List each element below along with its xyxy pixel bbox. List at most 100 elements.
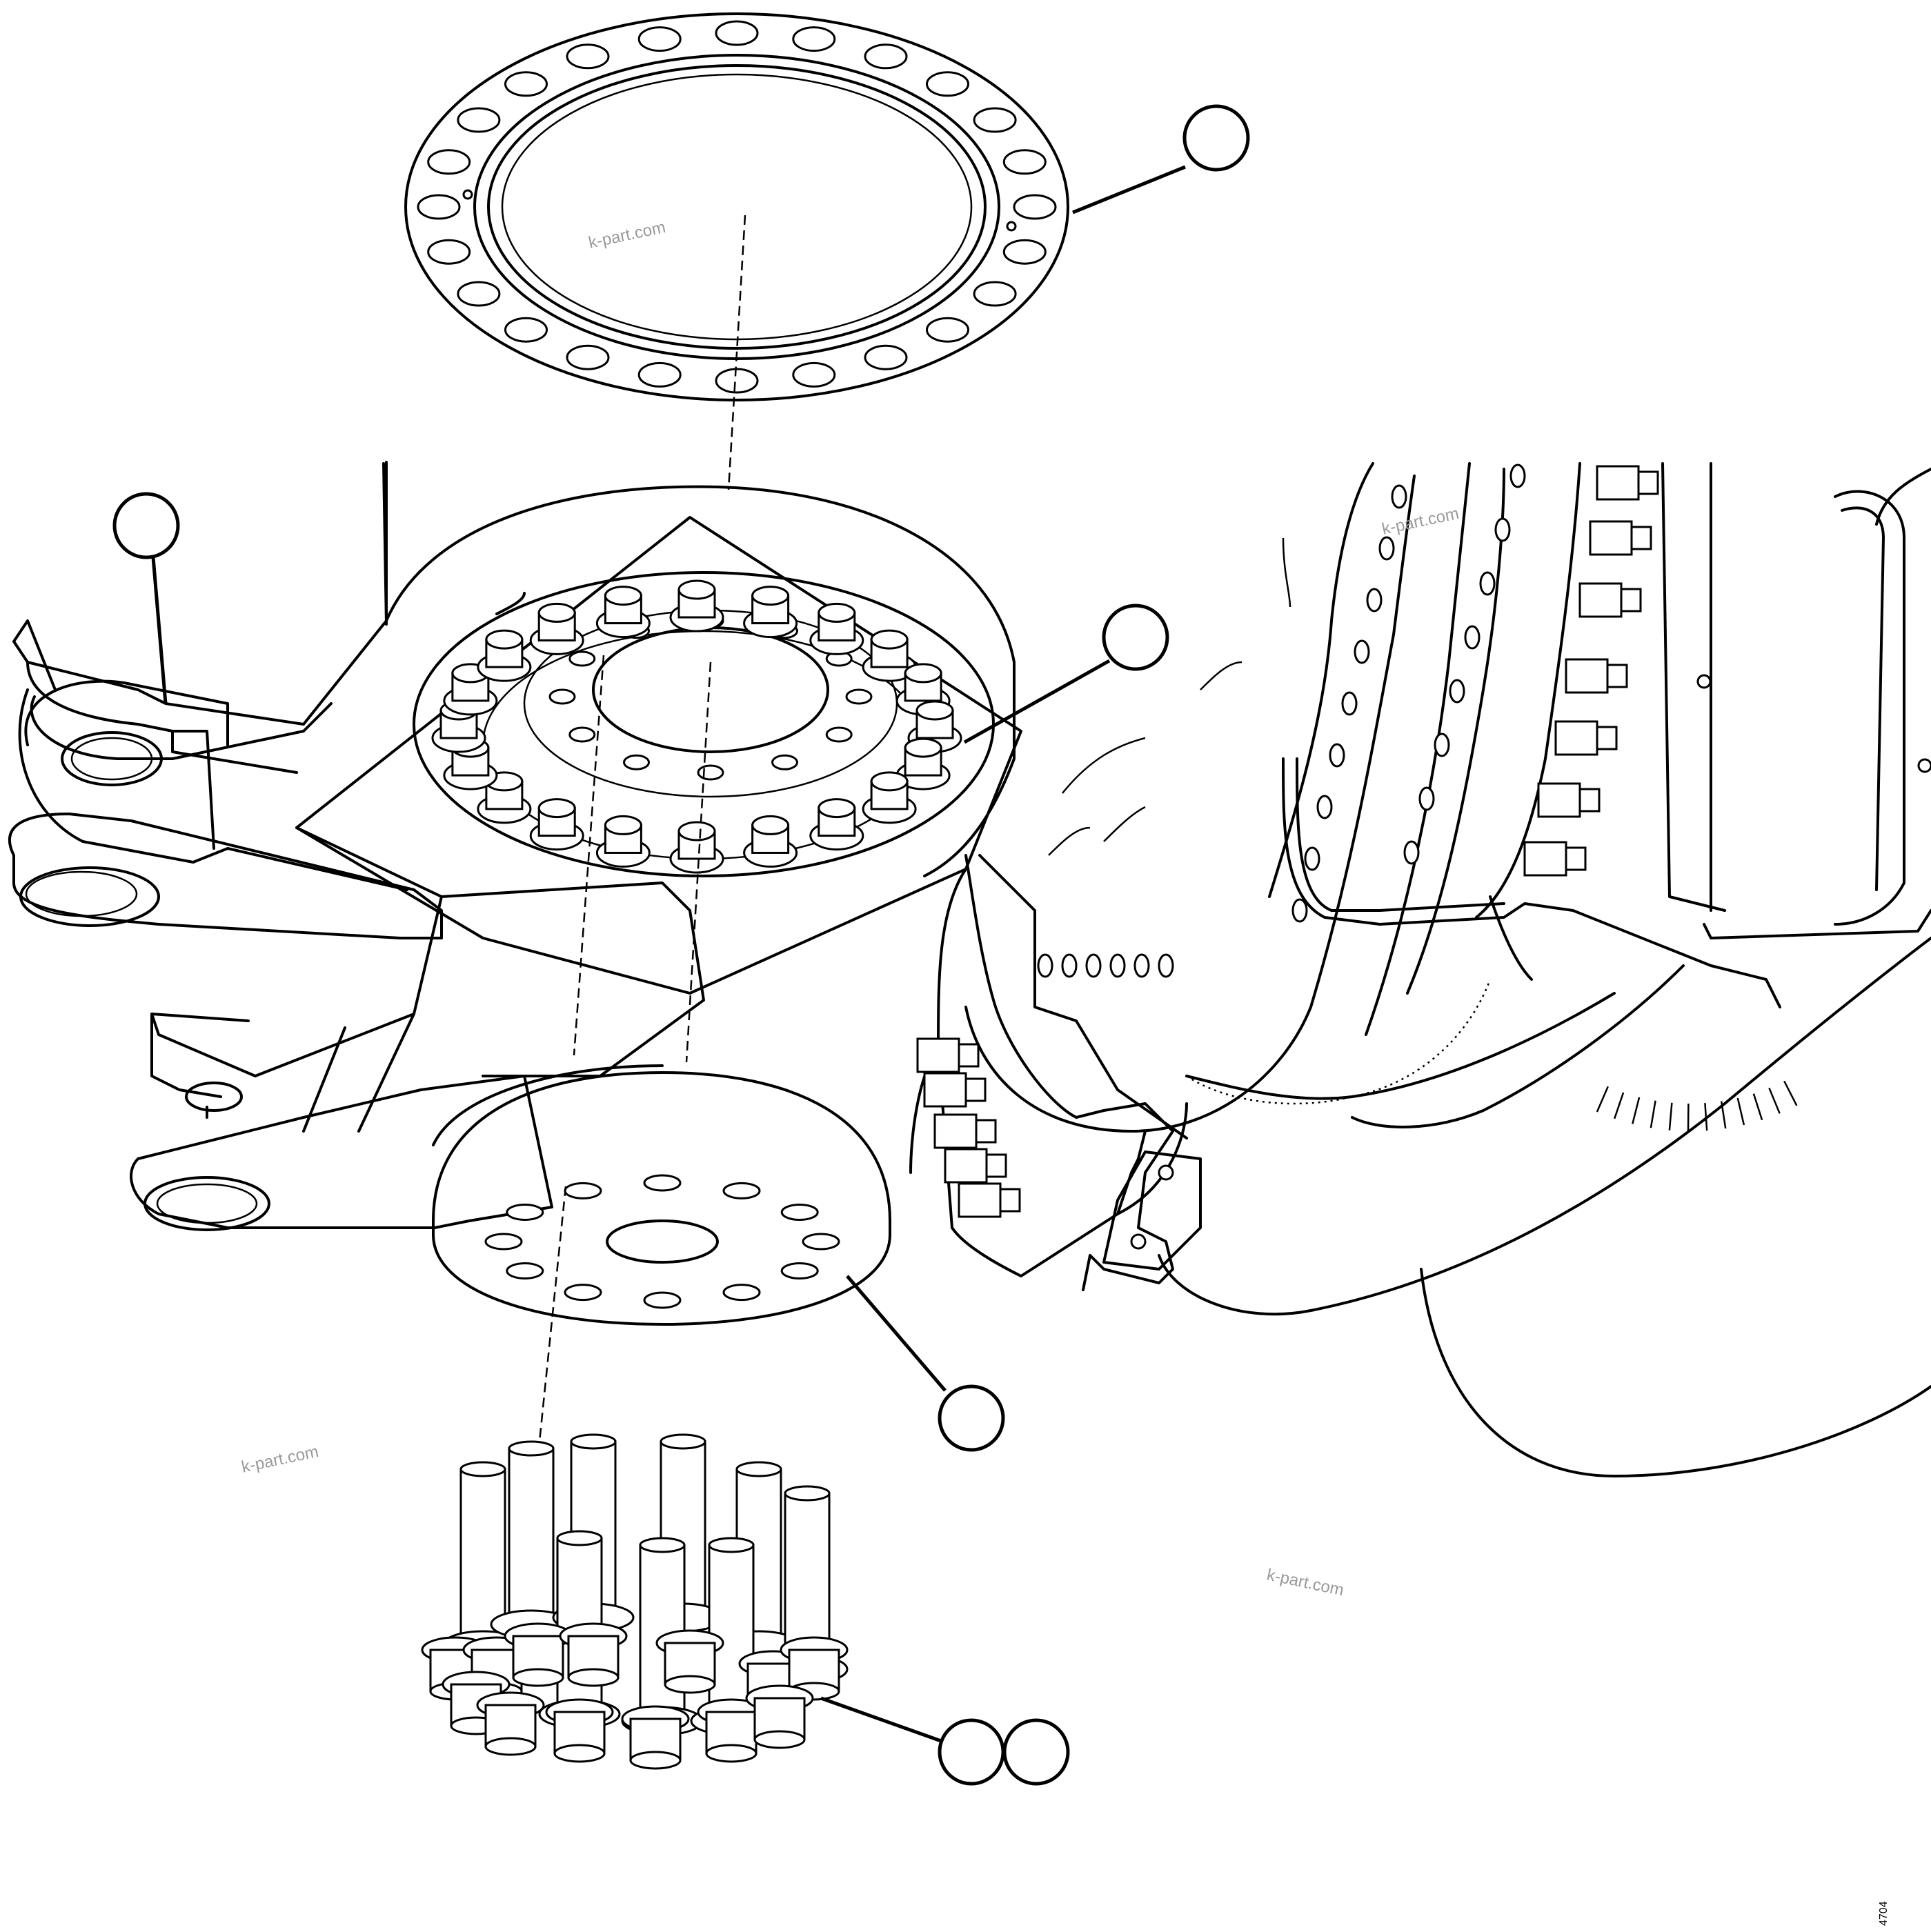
frame-bracket — [8, 461, 1022, 1231]
flange-bolt-hole — [864, 43, 908, 70]
housing-bolt — [933, 1113, 997, 1149]
housing-hole — [1158, 953, 1174, 978]
bolt-nut — [621, 1705, 690, 1770]
hub-hole — [568, 650, 596, 667]
hub-bolt — [862, 629, 917, 682]
hub-bolt — [809, 602, 864, 655]
pin-block-hole — [722, 1182, 761, 1199]
hub-bolt — [529, 798, 584, 851]
flange-bolt-hole — [417, 194, 461, 220]
housing-hole — [1291, 898, 1308, 923]
flange-bolt-hole — [457, 281, 501, 307]
pin-block-hole — [722, 1284, 761, 1302]
flange-bolt-hole — [637, 26, 682, 52]
housing-bolt — [1537, 782, 1601, 818]
pin-block-hole — [506, 1262, 544, 1279]
flange-bolt-hole — [504, 71, 548, 97]
hub-hole — [697, 764, 724, 781]
hub-bolt — [743, 586, 798, 639]
housing-hole — [1085, 953, 1102, 978]
hub-bolt — [743, 815, 798, 868]
pin-block-hole — [506, 1204, 544, 1221]
bolt-nut — [780, 1636, 849, 1701]
bolt-nut — [504, 1622, 573, 1687]
watermark-3: k-part.com — [240, 1442, 320, 1477]
housing-hole — [1366, 588, 1383, 613]
housing-hole — [1316, 795, 1333, 819]
hub-bolt — [809, 798, 864, 851]
watermark-4: k-part.com — [1265, 1565, 1345, 1600]
hub-bolt — [669, 579, 724, 633]
pin-block-hole — [780, 1204, 819, 1221]
flange-bolt-hole — [973, 281, 1017, 307]
flange-bolt-hole — [457, 107, 501, 133]
flange-bolt-hole — [566, 344, 610, 370]
housing-hole — [1061, 953, 1078, 978]
housing-hole — [1109, 953, 1126, 978]
callout-ring-plate — [1072, 104, 1250, 215]
flange-bolt-hole — [1002, 149, 1047, 175]
transmission-assembly — [909, 462, 1931, 1477]
housing-bolt — [1596, 465, 1659, 501]
flange-bolt-hole — [864, 344, 908, 370]
flange-bolt-hole — [566, 43, 610, 70]
callout-pin-block — [846, 1275, 1005, 1452]
flange-bolt-hole — [926, 71, 969, 97]
housing-hole — [1494, 517, 1511, 542]
hub-bolt — [669, 821, 724, 874]
housing-bolt — [1565, 658, 1628, 694]
bolt-nut — [476, 1691, 545, 1756]
flange-bolt-hole — [715, 368, 759, 394]
hub-hole — [771, 754, 798, 770]
hub-bolt — [477, 771, 532, 824]
bolt-nut — [559, 1622, 628, 1687]
housing-hole — [1449, 679, 1465, 704]
housing-hole — [1418, 786, 1435, 811]
hub-bolt — [862, 771, 917, 824]
flange-bolt-hole — [427, 239, 471, 265]
housing-bolt — [1589, 520, 1652, 556]
flange-bolt-hole — [792, 26, 836, 52]
flange-bolt-hole — [1013, 194, 1057, 220]
housing-bolt — [1578, 582, 1642, 618]
flange-bolt-hole — [504, 317, 548, 343]
pin-block-hole — [780, 1262, 819, 1279]
hub-hole — [548, 688, 576, 705]
callout-bolt-ring — [963, 604, 1169, 744]
pin-block — [432, 1064, 891, 1326]
pin-block-hole — [643, 1174, 682, 1192]
bolt-nut — [745, 1684, 814, 1749]
pin-block-hole — [484, 1233, 523, 1251]
callout-bolt-set — [820, 1696, 1070, 1786]
housing-bolt — [958, 1182, 1021, 1218]
pin-block-hole — [564, 1182, 602, 1199]
watermark-1: k-part.com — [587, 218, 667, 252]
hub-bolt — [595, 586, 651, 639]
housing-hole — [1329, 743, 1345, 768]
housing-bolt — [944, 1148, 1007, 1184]
flange-bolt-hole — [427, 149, 471, 175]
bolt-nut — [545, 1698, 614, 1763]
housing-hole — [1479, 571, 1496, 596]
housing-hole — [1378, 536, 1395, 561]
flange-bolt-hole — [715, 20, 759, 46]
hub-hole — [845, 688, 873, 705]
flange-bolt-hole — [637, 361, 682, 388]
housing-bolt — [916, 1037, 980, 1073]
housing-hole — [1509, 464, 1526, 488]
hub-housing — [385, 485, 1016, 877]
bolt-nut — [655, 1629, 724, 1694]
housing-hole — [1037, 953, 1053, 978]
housing-hole — [1464, 625, 1481, 650]
hub-hole — [825, 726, 853, 743]
housing-hole — [1133, 953, 1150, 978]
drawing-code: 4704 — [1878, 1901, 1890, 1926]
flange-bolt-hole — [792, 361, 836, 388]
hub-bolt — [477, 629, 532, 682]
housing-hole — [1354, 639, 1370, 664]
flange-bolt-hole — [973, 107, 1017, 133]
housing-hole — [1434, 733, 1450, 757]
flange-bolt-hole — [926, 317, 969, 343]
callout-frame — [112, 492, 180, 704]
